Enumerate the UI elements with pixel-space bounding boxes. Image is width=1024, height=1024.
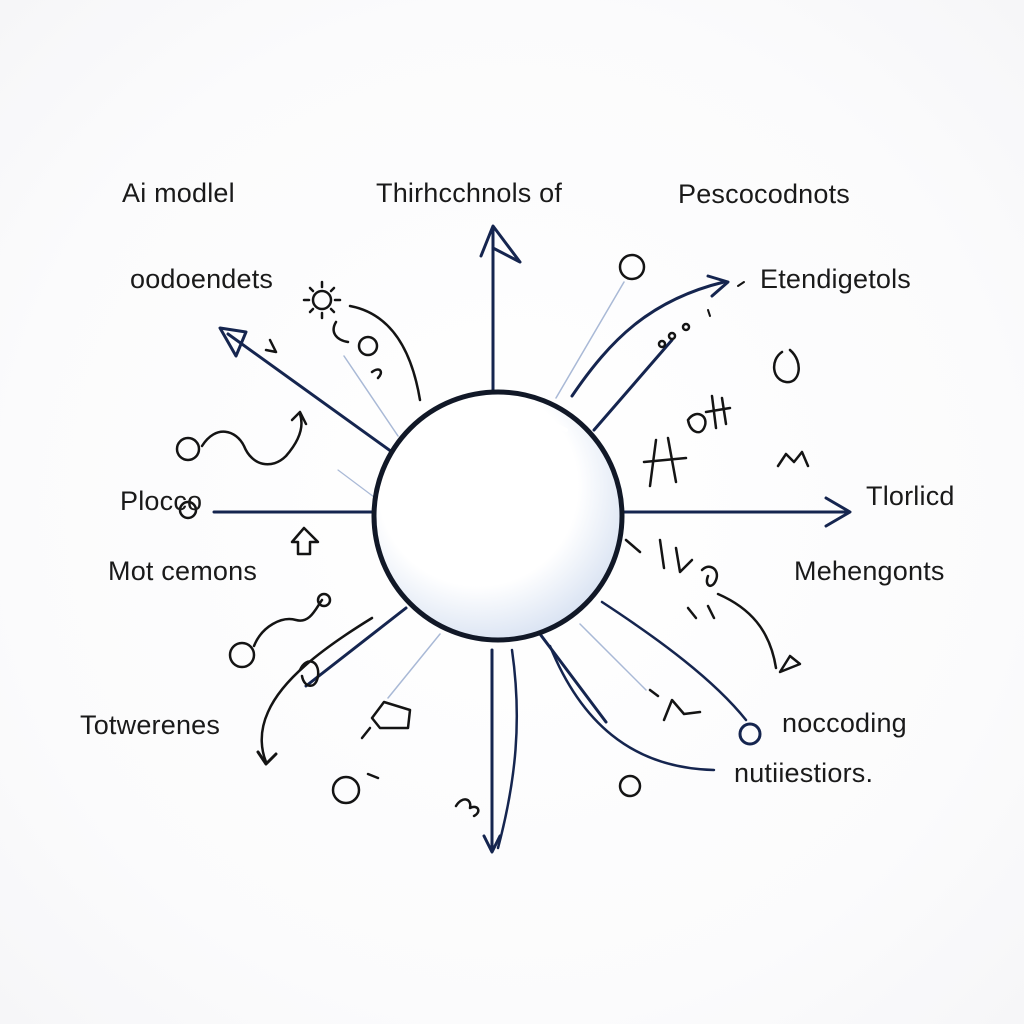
house-arrow-icon [290,526,320,556]
node-left-mid [178,500,198,520]
squiggle-left [200,412,303,466]
node-left-lower-small [316,592,332,608]
spoke-upper-left [226,332,394,454]
arrow-right-lower-icon [778,654,802,674]
label-right-4: Mehengonts [794,556,945,586]
curves [200,274,778,850]
tag-icon [370,700,412,730]
node-top-right [618,253,646,281]
node-top-left [357,335,379,357]
doodle-small-arrow-icon [264,338,278,354]
guide-line-bottom-right [579,623,647,691]
guide-lines [337,281,647,699]
arrow-top-icon [479,224,522,264]
label-left-3: Plocco [120,486,203,516]
curve-bottom-right [548,644,716,772]
label-right-6: nutiiestiors. [734,758,874,788]
label-top-right: Pescocodnots [678,179,851,209]
curve-right-lower [716,592,778,670]
curve-bottom-left [260,616,374,764]
arrow-bottom-left-icon [256,750,278,766]
guide-line-left [337,469,379,501]
node-left [175,436,201,462]
scribble-lkg [624,538,719,620]
sun-icon [302,280,342,320]
curve-right-to-circle [600,600,748,722]
guide-line-top-left [343,355,399,437]
node-left-lower [228,641,256,669]
scribble-hoff [642,394,732,488]
doodle-hook-top-left [332,320,350,344]
curve-top-right [570,280,726,398]
arrow-upper-left-icon [218,326,248,358]
arrow-bottom-icon [482,834,502,854]
node-bottom-left [331,775,361,805]
node-bottom-right [618,774,642,798]
curve-bottom-center [496,648,519,850]
central-node [371,389,625,643]
small-nodes [175,253,762,805]
doodle-right-loop [773,348,800,384]
doodle-bottom-squiggle [454,798,480,818]
curve-top-left [348,304,422,402]
spoke-lower-left [304,606,408,688]
doodle-loop [298,660,320,687]
arrow-curve-top-right-icon [706,274,730,298]
label-left-5: Totwerenes [80,710,221,740]
squiggle-left-lower [252,598,324,648]
node-right-lower [738,722,762,746]
doodle-right-crown [776,450,810,468]
spoke-upper-right [592,338,674,432]
guide-line-top-right [555,281,625,399]
doodle-bottom-right-mark [662,698,702,722]
doodles [264,280,810,818]
spokes [212,224,852,854]
label-right-2: Etendigetols [760,264,912,294]
label-top-center: Thirhcchnols of [376,178,563,208]
arrow-right-icon [824,496,852,528]
label-right-5: noccoding [782,708,907,738]
label-left-4: Mot cemons [108,556,258,586]
label-right-3: Tlorlicd [866,481,955,511]
label-ai-model: Ai modlel [122,178,235,208]
label-left-2: oodoendets [130,264,274,294]
guide-line-bottom-left [387,633,441,699]
